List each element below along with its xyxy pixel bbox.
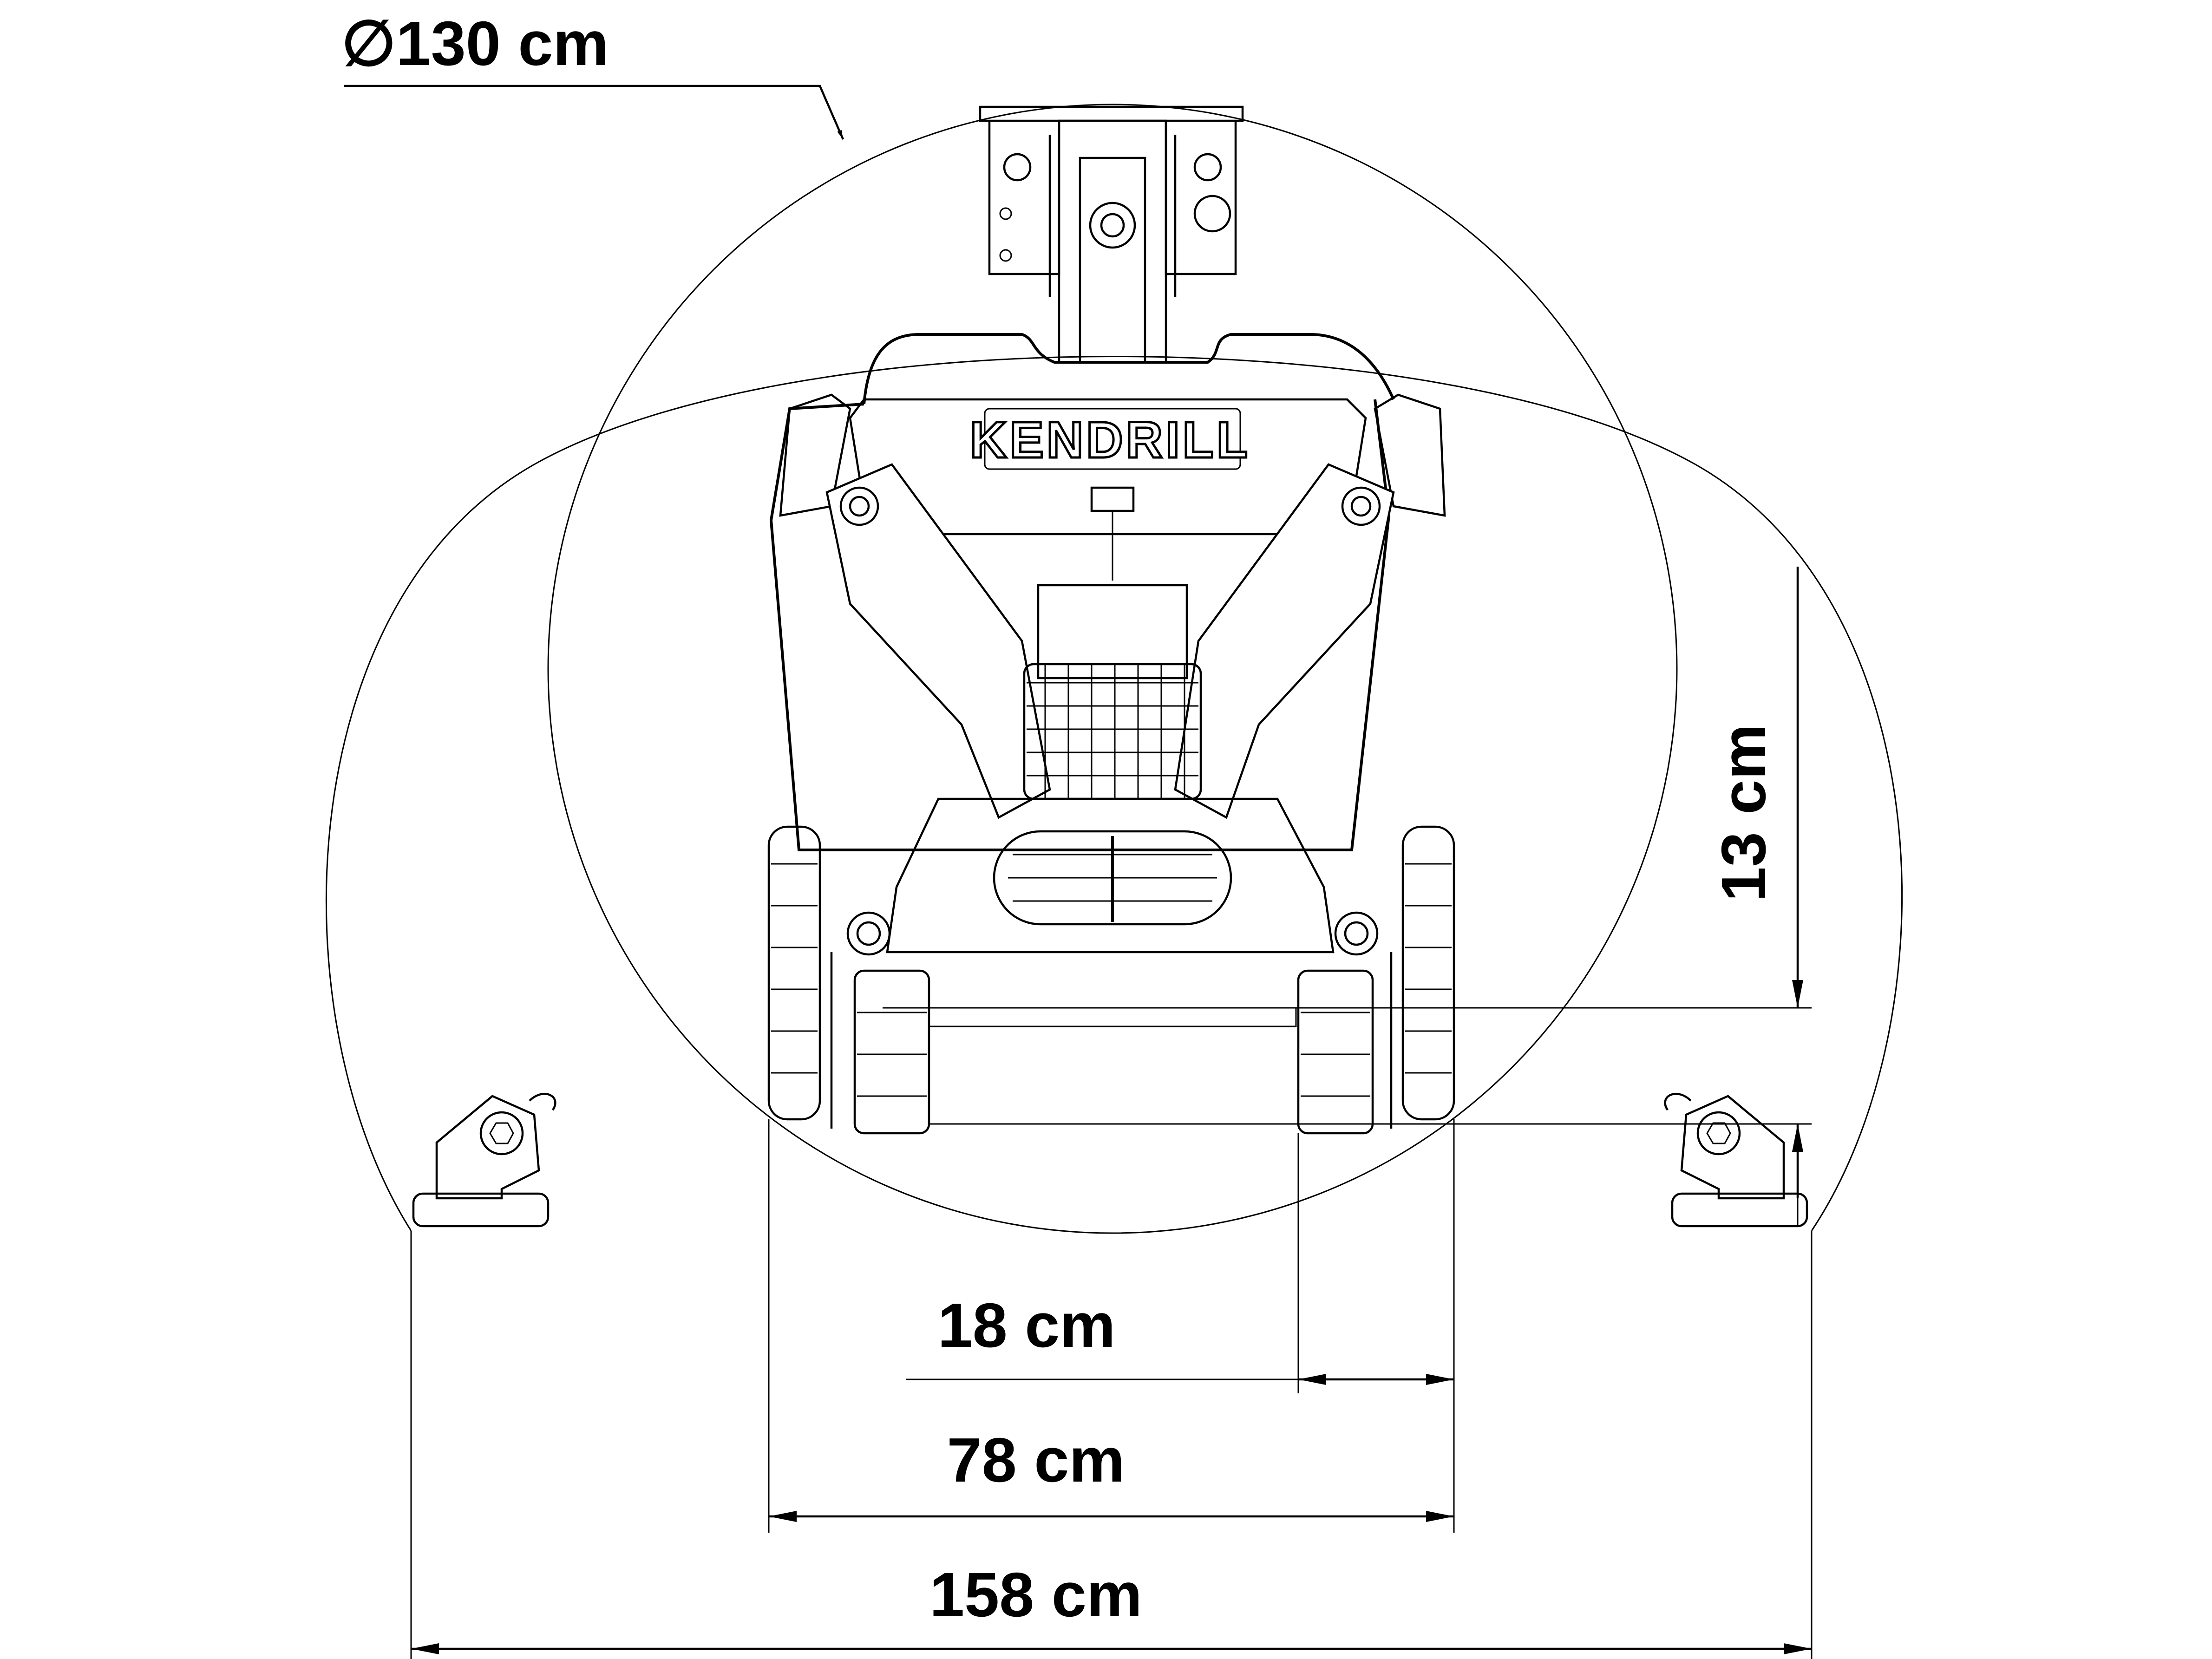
right-outrigger-foot [1664, 1092, 1808, 1228]
diameter-leader [344, 85, 844, 140]
track-span-label: 78 cm [947, 1425, 1125, 1495]
diameter-label: ∅130 cm [341, 8, 609, 78]
height-label: 13 cm [1708, 724, 1779, 902]
boom-arms [825, 463, 1395, 819]
track-width-label: 18 cm [938, 1290, 1116, 1360]
hex-bolt-icon [479, 1111, 524, 1156]
right-track [1297, 825, 1455, 1135]
front-plate [846, 797, 1379, 956]
brand-logo: KENDRILL [970, 411, 1250, 469]
brand-plate: KENDRILL [969, 408, 1250, 470]
height-dimension [883, 567, 1812, 1226]
left-track [767, 825, 930, 1135]
outrigger-span-label: 158 cm [929, 1560, 1142, 1630]
drill-rig-front-view: KENDRILL [412, 105, 1808, 1228]
radiator-grille [1023, 663, 1202, 800]
outrigger-envelope-arc [325, 356, 1903, 1231]
boom-swing-circle [547, 104, 1678, 1234]
swing-circles [325, 104, 1903, 1234]
left-outrigger-foot [412, 1092, 556, 1228]
extension-lines [410, 1119, 1813, 1659]
mast-head [979, 105, 1244, 364]
hex-bolt-icon [1696, 1111, 1741, 1156]
